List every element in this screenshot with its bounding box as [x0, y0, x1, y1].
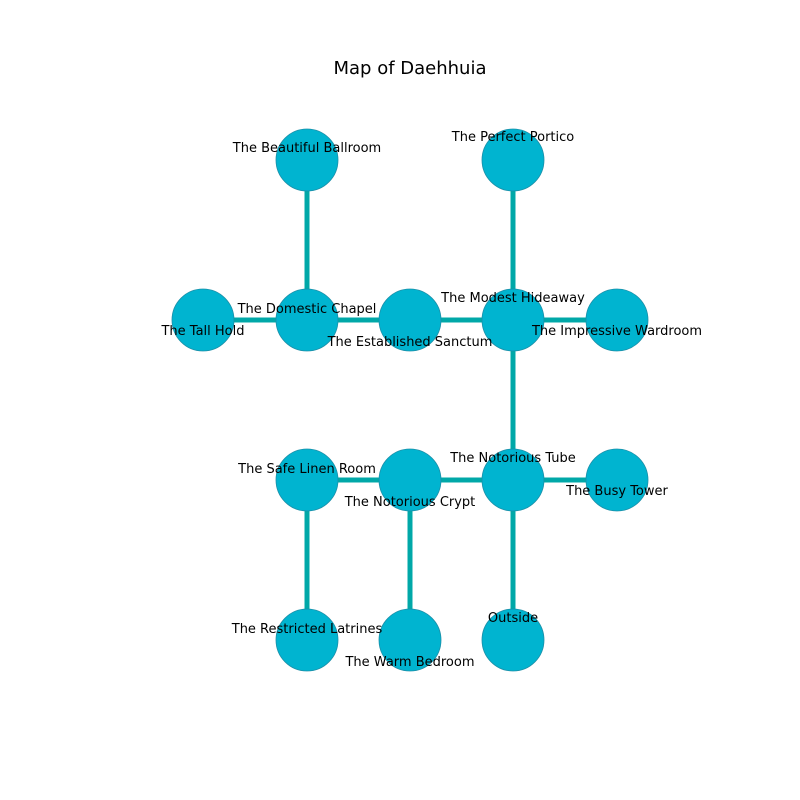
- room-label-outside: Outside: [488, 611, 538, 626]
- labels-layer: The Beautiful Ballroom The Perfect Portic…: [160, 130, 702, 670]
- room-label-restricted-latrines: The Restricted Latrines: [231, 622, 383, 637]
- room-label-safe-linen-room: The Safe Linen Room: [237, 462, 376, 477]
- room-label-tall-hold: The Tall Hold: [160, 324, 244, 339]
- room-node-impressive-wardroom[interactable]: [585, 288, 649, 352]
- room-node-established-sanctum[interactable]: [378, 288, 442, 352]
- map-title: Map of Daehhuia: [334, 58, 487, 79]
- room-node-tall-hold[interactable]: [171, 288, 235, 352]
- room-label-busy-tower: The Busy Tower: [565, 484, 668, 499]
- room-label-domestic-chapel: The Domestic Chapel: [237, 302, 377, 317]
- room-node-notorious-tube[interactable]: [481, 448, 545, 512]
- room-label-modest-hideaway: The Modest Hideaway: [440, 291, 585, 306]
- room-node-modest-hideaway[interactable]: [481, 288, 545, 352]
- room-node-perfect-portico[interactable]: [481, 128, 545, 192]
- nodes-layer: [171, 128, 649, 672]
- room-node-domestic-chapel[interactable]: [275, 288, 339, 352]
- room-label-established-sanctum: The Established Sanctum: [327, 335, 493, 350]
- room-node-restricted-latrines[interactable]: [275, 608, 339, 672]
- room-node-beautiful-ballroom[interactable]: [275, 128, 339, 192]
- room-node-outside[interactable]: [481, 608, 545, 672]
- room-label-warm-bedroom: The Warm Bedroom: [344, 655, 474, 670]
- room-label-notorious-tube: The Notorious Tube: [449, 451, 576, 466]
- room-node-warm-bedroom[interactable]: [378, 608, 442, 672]
- room-node-notorious-crypt[interactable]: [378, 448, 442, 512]
- room-node-busy-tower[interactable]: [585, 448, 649, 512]
- room-label-perfect-portico: The Perfect Portico: [451, 130, 575, 145]
- edges-layer: [203, 160, 617, 640]
- room-label-notorious-crypt: The Notorious Crypt: [344, 495, 476, 510]
- room-label-beautiful-ballroom: The Beautiful Ballroom: [232, 141, 381, 156]
- room-label-impressive-wardroom: The Impressive Wardroom: [531, 324, 702, 339]
- room-node-safe-linen-room[interactable]: [275, 448, 339, 512]
